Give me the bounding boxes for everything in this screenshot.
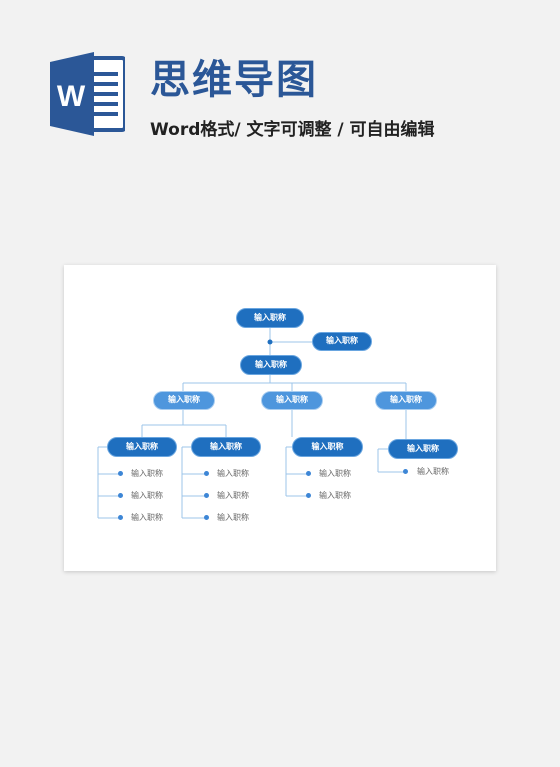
page-title: 思维导图 (150, 57, 318, 103)
leaf-dot (403, 469, 408, 474)
leaf-dot (306, 493, 311, 498)
level2-node[interactable]: 输入职称 (261, 391, 323, 410)
leaf-dot (306, 471, 311, 476)
leaf-dot (204, 471, 209, 476)
leaf-item[interactable]: 输入职称 (217, 469, 249, 478)
word-logo-icon: W (50, 52, 125, 136)
leaf-dot (118, 493, 123, 498)
page-subtitle: Word格式/ 文字可调整 / 可自由编辑 (150, 120, 435, 140)
leaf-dot (118, 515, 123, 520)
level2-node[interactable]: 输入职称 (375, 391, 437, 410)
level2-node[interactable]: 输入职称 (153, 391, 215, 410)
leaf-item[interactable]: 输入职称 (217, 491, 249, 500)
leaf-dot (204, 515, 209, 520)
leaf-dot (204, 493, 209, 498)
logo-letter: W (57, 80, 86, 113)
leaf-item[interactable]: 输入职称 (319, 469, 351, 478)
level3-node[interactable]: 输入职称 (107, 437, 177, 457)
leaf-item[interactable]: 输入职称 (417, 467, 449, 476)
leaf-item[interactable]: 输入职称 (131, 513, 163, 522)
side-node[interactable]: 输入职称 (312, 332, 372, 351)
leaf-item[interactable]: 输入职称 (217, 513, 249, 522)
level3-node[interactable]: 输入职称 (191, 437, 261, 457)
level3-node[interactable]: 输入职称 (388, 439, 458, 459)
connector-lines (97, 327, 407, 519)
root-node[interactable]: 输入职称 (236, 308, 304, 328)
center-node[interactable]: 输入职称 (240, 355, 302, 375)
mind-map-card: 输入职称 输入职称 输入职称 输入职称 输入职称 输入职称 输入职称 输入职称 … (64, 265, 496, 571)
leaf-item[interactable]: 输入职称 (131, 491, 163, 500)
level3-node[interactable]: 输入职称 (292, 437, 363, 457)
leaf-dot (118, 471, 123, 476)
leaf-item[interactable]: 输入职称 (319, 491, 351, 500)
leaf-item[interactable]: 输入职称 (131, 469, 163, 478)
